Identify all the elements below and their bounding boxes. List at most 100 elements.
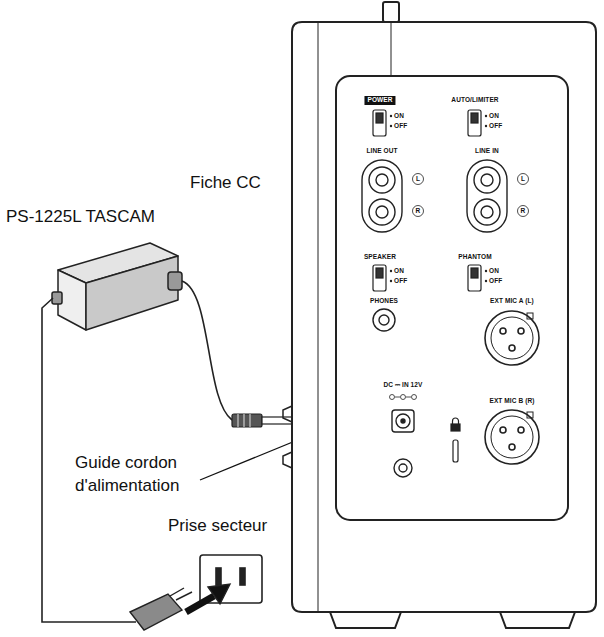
- xlr-jack: [491, 416, 533, 458]
- panel-label: EXT MIC A (L): [490, 298, 534, 305]
- callout-label: Guide cordon d'alimentation: [75, 452, 255, 498]
- switch-position: ON: [394, 268, 404, 275]
- dc-jack: [396, 414, 410, 428]
- panel-label: LINE OUT: [366, 148, 397, 155]
- channel-label: L: [416, 176, 420, 183]
- callout-label: Fiche CC: [190, 172, 261, 195]
- mains-plug: [176, 592, 192, 600]
- switch-position: ON: [394, 113, 404, 120]
- switch-dot: [485, 115, 487, 117]
- rca-jack: [362, 160, 402, 232]
- rca-jack: [376, 174, 388, 186]
- power-adapter: [168, 272, 182, 290]
- switch-position: ON: [489, 113, 499, 120]
- rca-jack: [376, 206, 388, 218]
- toggle-switch: [373, 265, 386, 291]
- device-body: [283, 406, 292, 422]
- xlr-jack: [527, 313, 533, 319]
- xlr-jack: [509, 444, 515, 450]
- power-adapter: [86, 256, 178, 330]
- channel-label: R: [521, 208, 526, 215]
- switch-dot: [390, 115, 392, 117]
- power-adapter: [52, 292, 62, 304]
- switch-dot: [390, 125, 392, 127]
- switch-dot: [485, 270, 487, 272]
- toggle-switch: [471, 268, 478, 278]
- rca-jack: [518, 174, 529, 185]
- device-body: [330, 612, 401, 628]
- dc-plug: [243, 414, 244, 427]
- device-body: [283, 2, 596, 628]
- switch-position: ON: [489, 268, 499, 275]
- leader-line: [200, 439, 300, 480]
- switch-dot: [390, 270, 392, 272]
- panel-label: PHONES: [370, 298, 398, 305]
- panel: [336, 76, 568, 520]
- mains-plug: [130, 584, 230, 630]
- switch-dot: [485, 280, 487, 282]
- rca-jack: [481, 206, 493, 218]
- panel-label: AUTO/LIMITER: [451, 97, 498, 104]
- toggle-switch: [376, 268, 383, 278]
- security-slot: [451, 418, 460, 462]
- rca-jack: [474, 167, 500, 193]
- panel-label: DC ⎓ IN 12V: [384, 382, 423, 389]
- switch-dot: [390, 280, 392, 282]
- phones-jack: [373, 309, 395, 331]
- rca-jack: [413, 206, 424, 217]
- switch-position: OFF: [394, 278, 407, 285]
- device-body: [500, 612, 575, 628]
- phones-jack: [379, 315, 389, 325]
- xlr-jack: [485, 311, 539, 464]
- xlr-jack: [491, 317, 533, 359]
- xlr-jack: [500, 427, 506, 433]
- xlr-jack: [500, 328, 506, 334]
- xlr-jack: [518, 328, 524, 334]
- dc-plug: [232, 414, 262, 427]
- toggle-switch: [468, 110, 481, 136]
- channel-label: L: [521, 176, 525, 183]
- xlr-jack: [527, 412, 533, 418]
- dc-plug: [249, 414, 250, 427]
- dc-jack: [412, 395, 417, 400]
- rca-jack: [413, 174, 424, 185]
- switch-dot: [485, 125, 487, 127]
- rca-jack: [467, 160, 507, 232]
- power-cord: [182, 281, 232, 420]
- toggle-switch: [471, 113, 478, 123]
- device-body: [318, 22, 319, 612]
- xlr-jack: [485, 311, 539, 365]
- dc-jack: [401, 395, 406, 400]
- xlr-jack: [509, 345, 515, 351]
- ground-screw: [394, 459, 412, 477]
- dc-jack: [401, 419, 405, 423]
- mains-plug: [208, 584, 230, 604]
- toggle-switch: [376, 113, 383, 123]
- rca-jack: [518, 206, 529, 217]
- channel-label: R: [416, 208, 421, 215]
- panel-label: PHANTOM: [458, 254, 491, 261]
- security-slot: [451, 424, 460, 431]
- power-adapter: [52, 243, 182, 330]
- rca-jack: [481, 174, 493, 186]
- rca-jack: [362, 160, 529, 232]
- device-body: [391, 22, 392, 76]
- panel-label: POWER: [364, 96, 395, 105]
- dc-jack: [395, 397, 400, 398]
- mains-plug: [170, 588, 184, 596]
- mains-plug: [186, 596, 214, 612]
- toggle-switch: [468, 265, 481, 291]
- security-slot: [453, 418, 459, 424]
- device-body: [383, 2, 399, 22]
- ground-screw: [399, 464, 407, 472]
- xlr-jack: [485, 410, 539, 464]
- dc-plug: [237, 414, 238, 427]
- panel-label: EXT MIC B (R): [490, 398, 535, 405]
- dc-jack: [390, 395, 395, 400]
- wall-outlet: [216, 568, 221, 585]
- rca-jack: [369, 167, 395, 193]
- switch-position: OFF: [489, 278, 502, 285]
- device-body: [292, 22, 596, 612]
